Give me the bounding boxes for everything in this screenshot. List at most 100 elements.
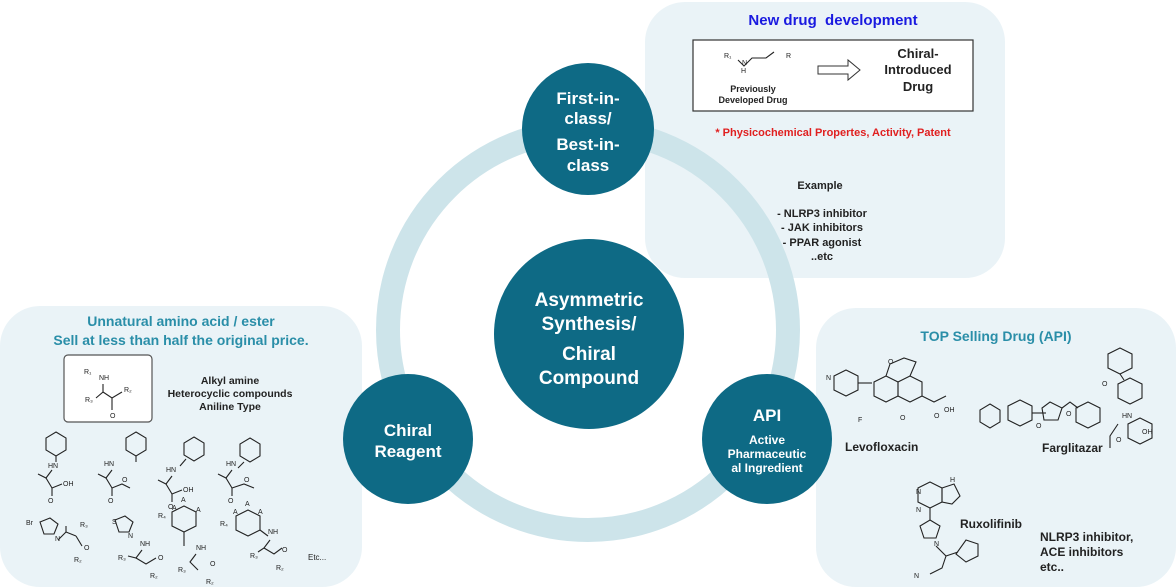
chiral-reagent-node: Chiral Reagent — [343, 374, 473, 504]
svg-text:O: O — [228, 498, 234, 505]
reagent-line2: Reagent — [374, 442, 441, 461]
svg-text:O: O — [1036, 423, 1042, 430]
api-sub1: Active — [749, 433, 785, 447]
svg-text:N: N — [914, 573, 919, 580]
svg-text:O: O — [48, 498, 54, 505]
svg-text:NH: NH — [196, 545, 206, 552]
generic-amino-structure: R₁ NH R₃ R₂ O — [84, 369, 132, 420]
svg-text:A: A — [245, 501, 250, 508]
fic-line2: class/ — [564, 109, 612, 128]
heteroaryl-structure-1: A A A R₄ NH R₃ O R₂ — [158, 497, 216, 586]
svg-text:R₂: R₂ — [150, 573, 158, 580]
svg-text:HN: HN — [48, 463, 58, 470]
other-drug-0: NLRP3 inhibitor, — [1040, 530, 1133, 544]
svg-text:N: N — [826, 375, 831, 382]
svg-text:O: O — [158, 555, 164, 562]
amino-type-1: Heterocyclic compounds — [168, 388, 293, 400]
svg-text:R₃: R₃ — [178, 567, 186, 574]
svg-text:OH: OH — [1142, 429, 1153, 436]
svg-text:F: F — [858, 417, 862, 424]
svg-text:N: N — [128, 533, 133, 540]
result-line3: Drug — [903, 79, 933, 94]
top-selling-panel — [816, 308, 1176, 587]
svg-text:N: N — [934, 541, 939, 548]
svg-text:O: O — [168, 504, 174, 511]
svg-text:S: S — [112, 519, 117, 526]
reagent-line1: Chiral — [384, 421, 432, 440]
svg-text:OH: OH — [183, 487, 194, 494]
center-line3: Chiral — [562, 344, 616, 365]
svg-text:R₄: R₄ — [158, 513, 166, 520]
svg-text:A: A — [258, 509, 263, 516]
api-sub3: al Ingredient — [731, 461, 802, 475]
pyrazole-structure: Br N R₃ O R₂ — [26, 517, 90, 564]
svg-text:HN: HN — [104, 461, 114, 468]
svg-text:R₂: R₂ — [206, 579, 214, 586]
fic-line4: class — [567, 156, 610, 175]
svg-text:Br: Br — [26, 520, 34, 527]
center-line2: Synthesis/ — [541, 314, 637, 335]
svg-text:O: O — [282, 547, 288, 554]
center-node: Asymmetric Synthesis/ Chiral Compound — [494, 239, 684, 429]
svg-text:R₃: R₃ — [85, 397, 93, 404]
svg-text:O: O — [110, 413, 116, 420]
example-item-3: ..etc — [811, 251, 833, 263]
previously-line1: Previously — [730, 84, 776, 94]
farglitazar-structure: O HN O OH O O — [979, 347, 1153, 448]
amino-structure-box — [63, 354, 153, 423]
example-title: Example — [797, 180, 842, 192]
levofloxacin-structure: N O F O OH O — [826, 357, 955, 424]
first-in-class-node: First-in- class/ Best-in- class — [522, 63, 654, 195]
svg-text:O: O — [1066, 411, 1072, 418]
svg-text:N: N — [742, 60, 747, 67]
amino-title2: Sell at less than half the original pric… — [53, 332, 308, 348]
svg-text:HN: HN — [166, 467, 176, 474]
svg-text:NH: NH — [268, 529, 278, 536]
result-line2: Introduced — [884, 62, 951, 77]
svg-text:O: O — [1102, 381, 1108, 388]
svg-text:R₃: R₃ — [118, 555, 126, 562]
svg-text:R₃: R₃ — [80, 522, 88, 529]
arrow-icon — [817, 58, 861, 82]
svg-text:N: N — [916, 489, 921, 496]
thiazole-structure: S N NH R₃ O R₂ — [112, 515, 164, 580]
center-line1: Asymmetric — [535, 290, 644, 311]
svg-text:O: O — [210, 561, 216, 568]
svg-text:O: O — [900, 415, 906, 422]
other-drug-1: ACE inhibitors — [1040, 545, 1124, 559]
center-line4: Compound — [539, 368, 639, 389]
svg-text:OH: OH — [63, 481, 74, 488]
svg-text:O: O — [888, 359, 894, 366]
svg-text:R₂: R₂ — [276, 565, 284, 572]
api-title: API — [753, 406, 781, 425]
svg-text:R₂: R₂ — [74, 557, 82, 564]
svg-text:A: A — [181, 497, 186, 504]
new-drug-title: New drug development — [748, 12, 917, 29]
amine-structure: R₁ H N R — [724, 51, 791, 75]
other-drug-2: etc.. — [1040, 560, 1064, 574]
drug-structure-box — [692, 39, 974, 112]
drug-ruxolifinib: Ruxolifinib — [960, 517, 1022, 531]
example-item-2: - PPAR agonist — [783, 237, 862, 249]
heteroaryl-structure-2: A A A R₄ NH R₃ O R₂ — [220, 501, 288, 572]
svg-text:A: A — [196, 507, 201, 514]
svg-text:NH: NH — [140, 541, 150, 548]
svg-text:NH: NH — [99, 375, 109, 382]
svg-text:HN: HN — [1122, 413, 1132, 420]
aniline-structure-2: HN OO — [97, 431, 147, 505]
svg-text:R₁: R₁ — [84, 369, 92, 376]
property-note: * Physicochemical Propertes, Activity, P… — [715, 127, 951, 139]
svg-text:O: O — [934, 413, 940, 420]
example-item-1: - JAK inhibitors — [781, 222, 863, 234]
svg-text:N: N — [916, 507, 921, 514]
svg-text:A: A — [172, 505, 177, 512]
fic-line1: First-in- — [556, 89, 619, 108]
svg-text:O: O — [244, 477, 250, 484]
drug-levofloxacin: Levofloxacin — [845, 440, 918, 454]
amino-title1: Unnatural amino acid / ester — [87, 313, 275, 329]
amino-type-0: Alkyl amine — [201, 375, 260, 387]
svg-text:H: H — [741, 68, 746, 75]
api-sub2: Pharmaceutic — [728, 447, 807, 461]
svg-text:O: O — [1116, 437, 1122, 444]
